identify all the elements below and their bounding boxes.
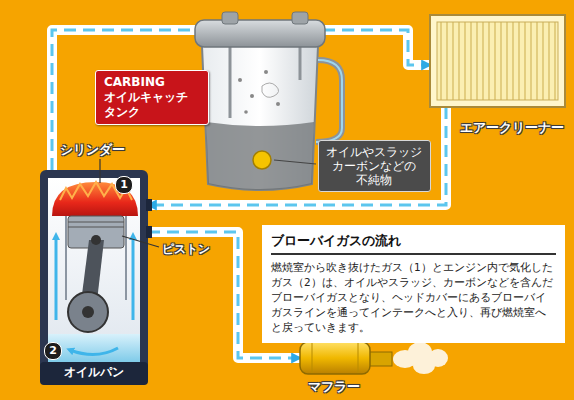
oil-catch-tank-part: [206, 122, 314, 190]
engine-block-part: [70, 348, 118, 355]
box-title: ブローバイガスの流れ: [271, 232, 556, 255]
oil-catch-tank-part: [262, 83, 279, 97]
engine-block: [40, 170, 152, 385]
oil-catch-tank-part: [238, 78, 242, 82]
oil-catch-tank-part: [244, 110, 248, 114]
air-cleaner: [430, 15, 565, 107]
callout-number: 1: [115, 176, 133, 194]
engine-block-part: [55, 236, 58, 320]
exhaust-smoke-part: [428, 349, 448, 367]
muffler-part: [300, 342, 370, 374]
leader-line-part: [122, 236, 159, 247]
engine-block-part: [65, 216, 67, 300]
impurity-box: オイルやスラッジ カーボンなどの 不純物: [318, 140, 431, 192]
engine-block-part: [68, 222, 124, 223]
muffler: [300, 342, 392, 374]
oil-catch-tank-part: [316, 60, 342, 142]
engine-block-part: [68, 227, 124, 228]
engine-block-part: [91, 235, 101, 245]
oil-catch-tank-part: [222, 12, 238, 24]
oil-catch-tank-part: [292, 12, 308, 24]
callout-number: 2: [44, 342, 62, 360]
air-cleaner-part: [430, 15, 565, 107]
box-body: 燃焼室から吹き抜けたガス（1）とエンジン内で気化したガス（2）は、オイルやスラッ…: [271, 260, 556, 335]
tank-callout: CARBING オイルキャッチ タンク: [95, 70, 209, 125]
oil-catch-tank: CARBING オイルキャッチ タンク: [200, 45, 320, 190]
engine-block-part: [40, 362, 148, 385]
exhaust-smoke: [393, 342, 448, 374]
oil-catch-tank-part: [316, 60, 342, 142]
box-text: オイルやスラッジ カーボンなどの 不純物: [326, 145, 423, 187]
leader-line: [100, 159, 159, 247]
part-label: オイルパン: [40, 364, 148, 381]
engine-block-part: [40, 170, 148, 385]
muffler: マフラー: [300, 342, 370, 374]
oil-catch-tank-part: [276, 102, 280, 106]
engine-block-part: [132, 236, 135, 320]
engine-block-part: [146, 199, 152, 211]
engine-block-part: [68, 216, 124, 248]
part-label: ピストン: [162, 241, 210, 258]
engine-block-part: [146, 226, 152, 238]
oil-catch-tank-part: [253, 151, 271, 169]
leader-line: [274, 160, 316, 164]
air-cleaner: エアークリーナー: [430, 15, 565, 107]
engine-block-part: [125, 216, 127, 300]
oil-catch-tank-part: [202, 46, 318, 190]
oil-catch-tank-part: [264, 70, 268, 74]
part-label: シリンダー: [60, 141, 125, 159]
muffler-part: [312, 343, 313, 373]
oil-catch-tank-part: [229, 46, 232, 118]
oil-catch-tank-part: [250, 94, 254, 98]
part-label: マフラー: [308, 378, 360, 396]
oil-catch-tank-part: [299, 46, 302, 80]
air-cleaner-part: [437, 22, 558, 100]
leader-line-part: [99, 159, 100, 183]
info-box: ブローバイガスの流れ燃焼室から吹き抜けたガス（1）とエンジン内で気化したガス（2…: [262, 225, 565, 343]
engine-block-part: [82, 306, 94, 318]
part-label: エアークリーナー: [460, 119, 564, 137]
muffler-part: [358, 343, 359, 373]
engine-block-part: [48, 178, 140, 362]
engine-block-part: [68, 292, 108, 332]
